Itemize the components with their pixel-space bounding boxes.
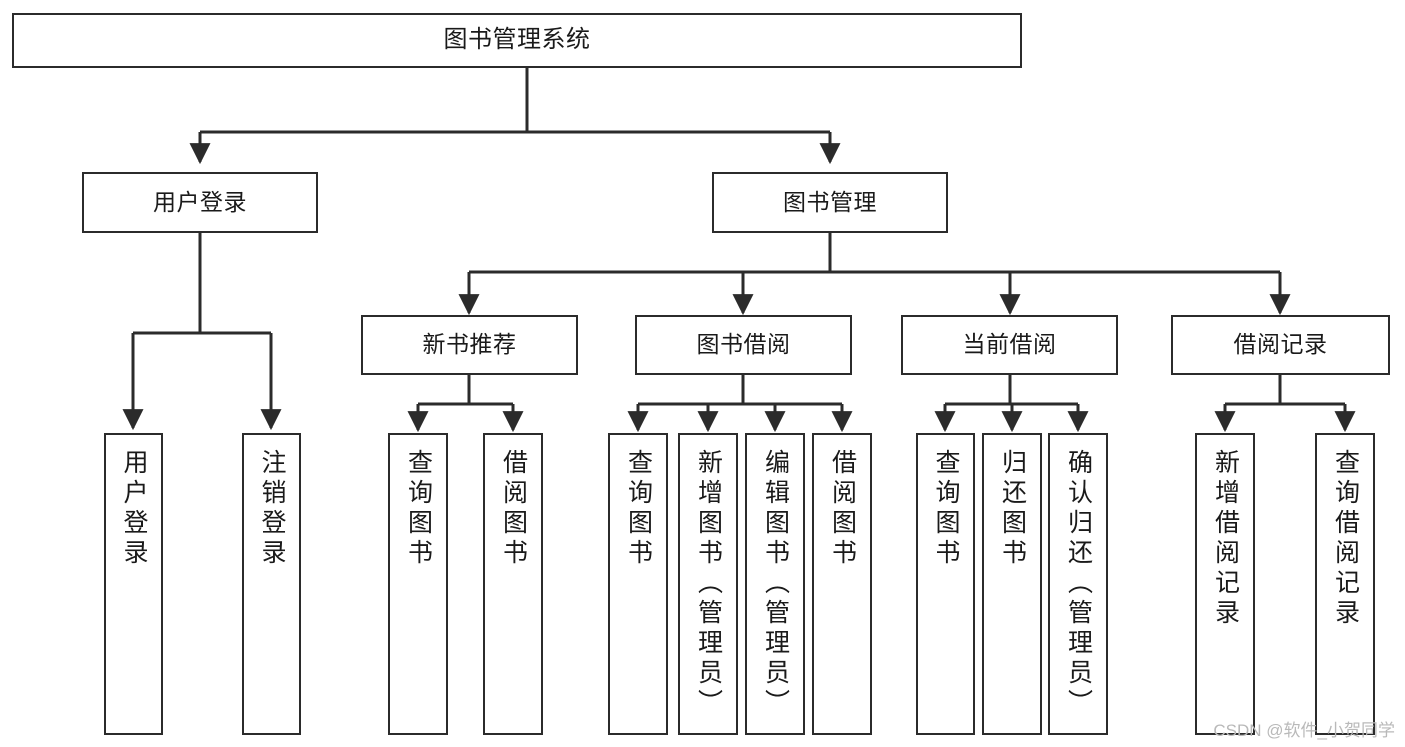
node-leaf-query-book-1[interactable]: 查询图书: [388, 433, 448, 735]
node-leaf-confirm-return-label: 确认归还（管理员）: [1064, 449, 1093, 719]
node-leaf-borrow-book-1-label: 借阅图书: [499, 449, 528, 569]
node-leaf-add-record[interactable]: 新增借阅记录: [1195, 433, 1255, 735]
node-root-label: 图书管理系统: [443, 26, 591, 54]
node-leaf-edit-book[interactable]: 编辑图书（管理员）: [745, 433, 805, 735]
node-leaf-user-login[interactable]: 用户登录: [104, 433, 163, 735]
node-root[interactable]: 图书管理系统: [12, 13, 1022, 68]
node-user-login-label: 用户登录: [153, 188, 247, 215]
node-book-borrow[interactable]: 图书借阅: [635, 315, 852, 375]
node-leaf-add-book-label: 新增图书（管理员）: [694, 449, 723, 719]
node-leaf-borrow-book-1[interactable]: 借阅图书: [483, 433, 543, 735]
node-current-borrow[interactable]: 当前借阅: [901, 315, 1118, 375]
node-new-book-recommend-label: 新书推荐: [422, 331, 517, 358]
node-leaf-logout[interactable]: 注销登录: [242, 433, 301, 735]
node-leaf-return-book[interactable]: 归还图书: [982, 433, 1042, 735]
node-new-book-recommend[interactable]: 新书推荐: [361, 315, 578, 375]
node-book-management[interactable]: 图书管理: [712, 172, 948, 233]
node-borrow-record-label: 借阅记录: [1233, 331, 1328, 358]
node-leaf-user-login-label: 用户登录: [120, 449, 148, 569]
node-leaf-borrow-book-2-label: 借阅图书: [828, 449, 857, 569]
node-leaf-query-book-3[interactable]: 查询图书: [916, 433, 975, 735]
node-leaf-return-book-label: 归还图书: [998, 449, 1027, 569]
node-leaf-query-record-label: 查询借阅记录: [1331, 449, 1360, 629]
node-leaf-logout-label: 注销登录: [258, 449, 286, 569]
node-leaf-confirm-return[interactable]: 确认归还（管理员）: [1048, 433, 1108, 735]
node-leaf-query-book-1-label: 查询图书: [404, 449, 433, 569]
node-leaf-edit-book-label: 编辑图书（管理员）: [761, 449, 790, 719]
node-leaf-query-book-2-label: 查询图书: [624, 449, 653, 569]
node-book-borrow-label: 图书借阅: [696, 331, 791, 358]
node-leaf-query-record[interactable]: 查询借阅记录: [1315, 433, 1375, 735]
watermark: CSDN @软件_小贺同学: [1213, 721, 1395, 740]
node-leaf-borrow-book-2[interactable]: 借阅图书: [812, 433, 872, 735]
node-leaf-query-book-2[interactable]: 查询图书: [608, 433, 668, 735]
node-book-management-label: 图书管理: [783, 188, 877, 215]
node-leaf-query-book-3-label: 查询图书: [932, 449, 960, 569]
node-current-borrow-label: 当前借阅: [962, 331, 1057, 358]
node-user-login[interactable]: 用户登录: [82, 172, 318, 233]
node-leaf-add-book[interactable]: 新增图书（管理员）: [678, 433, 738, 735]
node-borrow-record[interactable]: 借阅记录: [1171, 315, 1390, 375]
node-leaf-add-record-label: 新增借阅记录: [1211, 449, 1240, 629]
